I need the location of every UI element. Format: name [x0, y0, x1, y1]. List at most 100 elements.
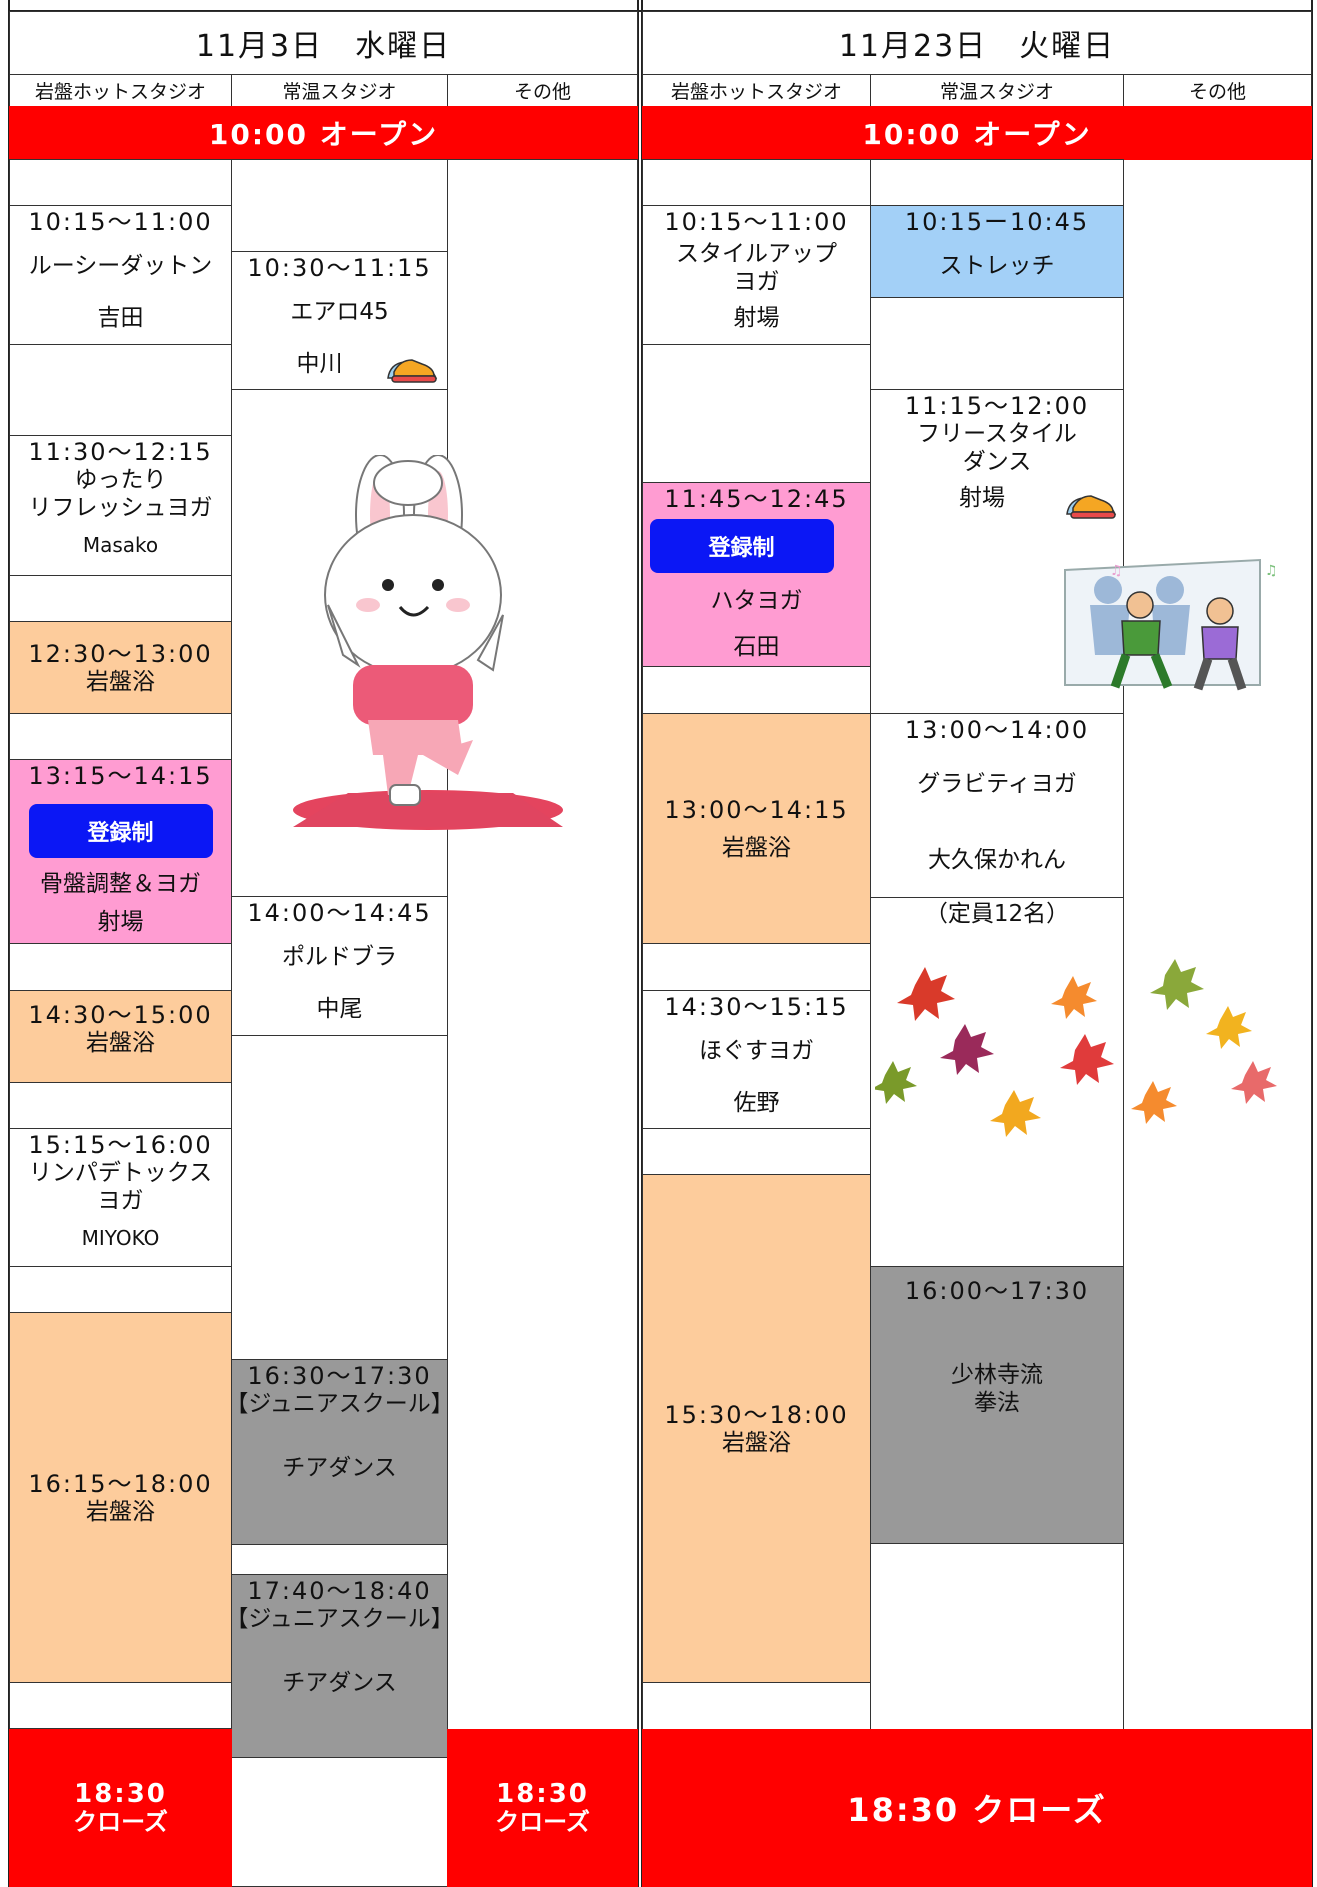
class-time: 10:30〜11:15 — [247, 254, 432, 282]
studio-label: その他 — [513, 81, 571, 103]
day2-hot-class-4: 14:30〜15:15 ほぐすヨガ 佐野 — [642, 990, 871, 1129]
class-time: 16:15〜18:00 — [28, 1469, 213, 1498]
day1-normal-class-4: 17:40〜18:40 【ジュニアスクール】 チアダンス — [231, 1574, 448, 1758]
close-label-line1: 18:30 — [74, 1779, 167, 1809]
day1-date-label: 11月3日 水曜日 — [195, 29, 452, 64]
open-label: 10:00 オープン — [208, 118, 439, 151]
class-time: 13:15〜14:15 — [28, 762, 213, 790]
class-note: （定員12名） — [924, 901, 1070, 927]
empty-slot — [231, 1757, 448, 1887]
class-instructor: MIYOKO — [81, 1226, 160, 1250]
day1-hot-class-1: 10:15〜11:00 ルーシーダットン 吉田 — [9, 205, 232, 345]
class-name: 岩盤浴 — [86, 1030, 155, 1056]
empty-slot — [642, 943, 871, 991]
class-instructor: 中川 — [296, 351, 343, 377]
day1-open-banner: 10:00 オープン — [9, 106, 638, 160]
class-name: ポルドブラ — [282, 944, 397, 970]
day1-other-close-banner: 18:30 クローズ — [447, 1729, 638, 1887]
day1-normal-class-1: 10:30〜11:15 エアロ45 中川 — [231, 251, 448, 390]
class-time: 16:30〜17:30 — [247, 1362, 432, 1390]
class-time: 15:15〜16:00 — [28, 1131, 213, 1159]
class-time: 11:15〜12:00 — [904, 392, 1090, 420]
class-instructor: 石田 — [733, 634, 780, 660]
empty-slot — [9, 1266, 232, 1313]
svg-text:♫: ♫ — [1265, 563, 1278, 579]
empty-slot — [642, 1128, 871, 1175]
day2-normal-class-3: 13:00〜14:00 グラビティヨガ 大久保かれん — [870, 713, 1124, 898]
day2-studio-other-header: その他 — [1123, 74, 1312, 107]
class-name: 岩盤浴 — [722, 834, 791, 861]
day2-normal-class-2: 11:15〜12:00 フリースタイル ダンス 射場 — [870, 389, 1124, 529]
class-name-line2: リフレッシュヨガ — [28, 495, 213, 521]
day2-date-header: 11月23日 火曜日 — [642, 11, 1312, 75]
empty-slot — [870, 1543, 1124, 1730]
sneaker-icon — [387, 359, 438, 383]
day2-normal-note-slot: （定員12名） — [870, 897, 1124, 1267]
day1-normal-class-2: 14:00〜14:45 ポルドブラ 中尾 — [231, 896, 448, 1036]
day1-studio-other-header: その他 — [447, 74, 638, 107]
day2-normal-class-1: 10:15ー10:45 ストレッチ — [870, 205, 1124, 298]
class-name-line1: スタイルアップ — [676, 241, 837, 267]
class-instructor: 射場 — [97, 909, 144, 935]
day2-date-label: 11月23日 火曜日 — [838, 29, 1116, 64]
day1-hot-class-7: 16:15〜18:00 岩盤浴 — [9, 1312, 232, 1683]
empty-slot — [9, 1682, 232, 1729]
class-tag: 【ジュニアスクール】 — [231, 1391, 448, 1417]
empty-slot — [9, 713, 232, 760]
right-frame-line — [1311, 0, 1313, 1887]
studio-label: 常温スタジオ — [282, 81, 397, 103]
class-time: 16:00〜17:30 — [904, 1277, 1090, 1305]
class-instructor: 大久保かれん — [928, 847, 1066, 873]
close-label-line2: クローズ — [495, 1808, 590, 1836]
class-name-line1: ゆったり — [74, 467, 167, 493]
class-name: 岩盤浴 — [722, 1429, 791, 1456]
registration-badge: 登録制 — [28, 804, 213, 858]
day1-hot-close-banner: 18:30 クローズ — [9, 1729, 232, 1887]
empty-slot — [870, 297, 1124, 390]
class-name-line2: 拳法 — [974, 1390, 1020, 1416]
day1-studio-normal-header: 常温スタジオ — [231, 74, 448, 107]
empty-slot — [642, 159, 871, 206]
day2-open-banner: 10:00 オープン — [642, 106, 1312, 160]
class-time: 14:00〜14:45 — [247, 899, 432, 927]
class-name: グラビティヨガ — [917, 771, 1077, 797]
class-instructor: 佐野 — [733, 1090, 780, 1116]
day1-date-header: 11月3日 水曜日 — [9, 11, 638, 75]
class-name-line1: リンパデトックス — [28, 1160, 213, 1186]
empty-slot — [870, 159, 1124, 206]
studio-label: 岩盤ホットスタジオ — [670, 81, 842, 103]
class-name: エアロ45 — [290, 299, 389, 325]
class-time: 11:30〜12:15 — [28, 438, 213, 466]
empty-slot — [231, 1035, 448, 1360]
class-time: 10:15〜11:00 — [664, 208, 849, 236]
class-instructor: 射場 — [959, 485, 1005, 511]
class-name: ルーシーダットン — [28, 253, 213, 279]
empty-slot — [9, 344, 232, 436]
close-label: 18:30 クローズ — [847, 1791, 1107, 1829]
class-tag: 【ジュニアスクール】 — [231, 1606, 448, 1632]
day2-normal-class-4: 16:00〜17:30 少林寺流 拳法 — [870, 1266, 1124, 1544]
class-name: チアダンス — [282, 1455, 397, 1481]
class-time: 13:00〜14:00 — [904, 716, 1090, 744]
day1-hot-class-2: 11:30〜12:15 ゆったり リフレッシュヨガ Masako — [9, 435, 232, 576]
day1-hot-class-5: 14:30〜15:00 岩盤浴 — [9, 990, 232, 1083]
day1-hot-class-4: 13:15〜14:15 登録制 骨盤調整＆ヨガ 射場 — [9, 759, 232, 944]
day2-hot-class-2: 11:45〜12:45 登録制 ハタヨガ 石田 — [642, 482, 871, 667]
rabbit-yoga-illustration — [293, 455, 563, 830]
class-name-line2: ダンス — [962, 449, 1032, 475]
day2-close-banner: 18:30 クローズ — [642, 1729, 1312, 1887]
class-name: 岩盤浴 — [86, 1498, 155, 1525]
class-name-line1: フリースタイル — [917, 421, 1077, 447]
class-name: ハタヨガ — [710, 588, 803, 614]
day2-hot-class-3: 13:00〜14:15 岩盤浴 — [642, 713, 871, 944]
day2-studio-normal-header: 常温スタジオ — [870, 74, 1124, 107]
empty-slot — [9, 943, 232, 991]
empty-slot — [9, 159, 232, 206]
class-time: 14:30〜15:00 — [28, 1001, 213, 1029]
day2-other-column — [1123, 159, 1312, 1730]
day1-normal-class-3: 16:30〜17:30 【ジュニアスクール】 チアダンス — [231, 1359, 448, 1545]
class-name-line2: ヨガ — [733, 269, 780, 295]
day2-hot-class-1: 10:15〜11:00 スタイルアップ ヨガ 射場 — [642, 205, 871, 345]
empty-slot — [642, 666, 871, 714]
class-time: 10:15〜11:00 — [28, 208, 213, 236]
